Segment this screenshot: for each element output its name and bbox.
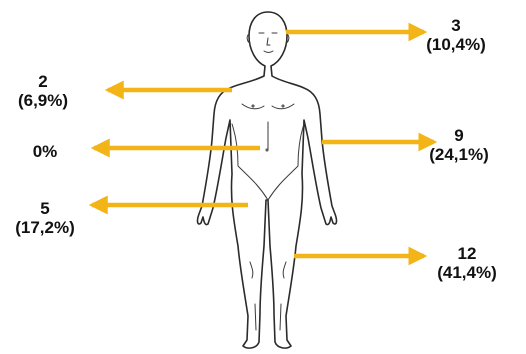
label-pelvis-region: 5 (17,2%)	[0, 199, 90, 237]
body-outline	[198, 12, 337, 348]
label-arms-region: 9 (24,1%)	[414, 126, 504, 164]
chest-count: 2	[0, 72, 88, 91]
pelvis-count: 5	[0, 199, 90, 218]
arms-count: 9	[414, 126, 504, 145]
torso-details	[232, 104, 304, 200]
leg-details	[250, 262, 286, 330]
label-abdomen-region: 0%	[0, 142, 90, 161]
abdomen-count: 0%	[0, 142, 90, 161]
legs-count: 12	[422, 244, 512, 263]
head-count: 3	[411, 16, 501, 35]
chest-percent: (6,9%)	[0, 91, 88, 110]
pelvis-percent: (17,2%)	[0, 218, 90, 237]
label-legs-region: 12 (41,4%)	[422, 244, 512, 282]
legs-percent: (41,4%)	[422, 263, 512, 282]
head-percent: (10,4%)	[411, 35, 501, 54]
face-details	[247, 33, 289, 53]
arms-percent: (24,1%)	[414, 145, 504, 164]
human-figure	[198, 12, 337, 348]
label-head-region: 3 (10,4%)	[411, 16, 501, 54]
label-chest-region: 2 (6,9%)	[0, 72, 88, 110]
